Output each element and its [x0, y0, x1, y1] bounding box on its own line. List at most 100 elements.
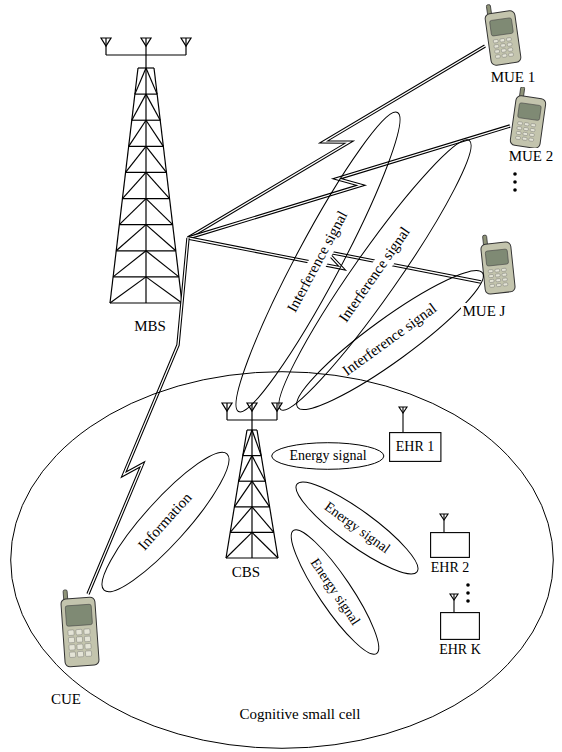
- phone-key: [68, 637, 74, 643]
- antenna-mast: [226, 403, 227, 420]
- tower-brace: [146, 251, 179, 277]
- phone-screen: [489, 18, 513, 37]
- tower-brace: [243, 430, 252, 456]
- phone-key: [500, 44, 505, 48]
- tower-brace: [234, 481, 252, 507]
- ellipsis-dot: [513, 180, 517, 184]
- phone-body: [61, 597, 100, 667]
- node-text: Interference signal: [335, 223, 416, 328]
- phone-key: [503, 283, 508, 286]
- tower-brace: [146, 172, 170, 198]
- box-border: [441, 613, 480, 640]
- receiver-box: EHR K: [440, 612, 480, 640]
- phone-key: [490, 284, 495, 287]
- phone-key: [85, 643, 91, 649]
- shape-outline: [10, 371, 554, 749]
- phone-screen: [518, 103, 542, 121]
- box-border: [431, 533, 470, 558]
- interference-ellipse: Interference signal: [262, 127, 489, 424]
- phone-key: [495, 55, 500, 59]
- information-ellipse: Information: [87, 439, 243, 606]
- receiver-box: EHR 2: [430, 532, 470, 558]
- tower-brace: [146, 68, 157, 94]
- phone-key: [68, 630, 74, 636]
- receiver-antenna: [450, 594, 458, 612]
- phone-key: [502, 273, 507, 276]
- tower-brace: [113, 251, 146, 277]
- phone-key: [495, 269, 500, 272]
- phone-key: [495, 274, 500, 277]
- tower-brace: [126, 146, 146, 172]
- energy-ellipse: Energy signal: [286, 469, 429, 586]
- phone-key: [85, 651, 91, 657]
- node-text: Cognitive small cell: [238, 706, 363, 723]
- tower-brace: [132, 94, 146, 120]
- phone-key: [501, 268, 506, 271]
- phone-icon: [480, 233, 516, 295]
- phone-key: [523, 132, 528, 135]
- ellipsis-dot: [466, 591, 470, 595]
- tower-brace: [146, 277, 182, 303]
- energy-ellipse: Energy signal: [271, 442, 385, 470]
- phone-key: [489, 279, 494, 282]
- tower-brace: [252, 481, 270, 507]
- phone-key: [76, 637, 82, 643]
- phone-key: [495, 50, 500, 54]
- tower-brace: [252, 430, 261, 456]
- cell-region: Energy signalEHR 1InformationEnergy sign…: [10, 371, 554, 749]
- ellipse-border: [11, 372, 554, 749]
- phone-screen: [65, 604, 92, 626]
- antenna-symbol: [450, 594, 458, 600]
- phone-body: [485, 10, 522, 66]
- phone-key: [522, 137, 527, 140]
- phone-key: [69, 652, 75, 658]
- ellipsis-dot: [466, 599, 470, 603]
- phone-key: [488, 270, 493, 273]
- tower-brace: [146, 199, 173, 225]
- phone-key: [508, 48, 513, 52]
- antenna-mast: [443, 514, 444, 532]
- node-text: EHR K: [437, 642, 483, 658]
- tower-brace: [252, 532, 278, 558]
- tower-brace: [239, 456, 252, 482]
- receiver-antenna: [440, 514, 448, 532]
- tower-symbol: [222, 403, 282, 558]
- phone-screen: [485, 249, 508, 266]
- phone-key: [69, 644, 75, 650]
- phone-key: [501, 49, 506, 53]
- tower-brace: [116, 225, 146, 251]
- receiver-box: EHR 1: [389, 432, 442, 462]
- antenna-mast: [276, 403, 277, 420]
- phone-icon: [60, 588, 99, 667]
- ellipse-border: [262, 128, 487, 423]
- phone-key: [507, 43, 512, 47]
- ellipse-border: [280, 521, 390, 662]
- tower-brace: [129, 120, 146, 146]
- phone-key: [84, 629, 90, 635]
- ellipsis-dot: [466, 583, 470, 587]
- node-text: Energy signal: [306, 554, 365, 630]
- station-label: CBS: [230, 564, 262, 581]
- phone-key: [531, 123, 536, 126]
- shape-outline: [440, 612, 480, 640]
- antenna-mast: [453, 594, 454, 612]
- node-text: Information: [133, 488, 196, 556]
- node-text: Energy signal: [287, 448, 368, 464]
- device-label: CUE: [49, 691, 83, 708]
- ellipse-border: [272, 443, 384, 470]
- phone-key: [84, 636, 90, 642]
- antenna-mast: [105, 38, 106, 55]
- ellipsis-dot: [513, 172, 517, 176]
- antenna-mast: [402, 407, 403, 432]
- phone-key: [502, 278, 507, 281]
- phone-key: [502, 54, 507, 58]
- device-label: MUE 1: [489, 69, 538, 86]
- device-label: MUE J: [461, 303, 508, 320]
- phone-icon: [483, 1, 521, 66]
- phone-key: [529, 138, 534, 141]
- phone-key: [496, 283, 501, 286]
- phone-key: [496, 279, 501, 282]
- tower-brace: [119, 199, 146, 225]
- mast-line: [251, 420, 252, 558]
- phone-key: [500, 38, 505, 42]
